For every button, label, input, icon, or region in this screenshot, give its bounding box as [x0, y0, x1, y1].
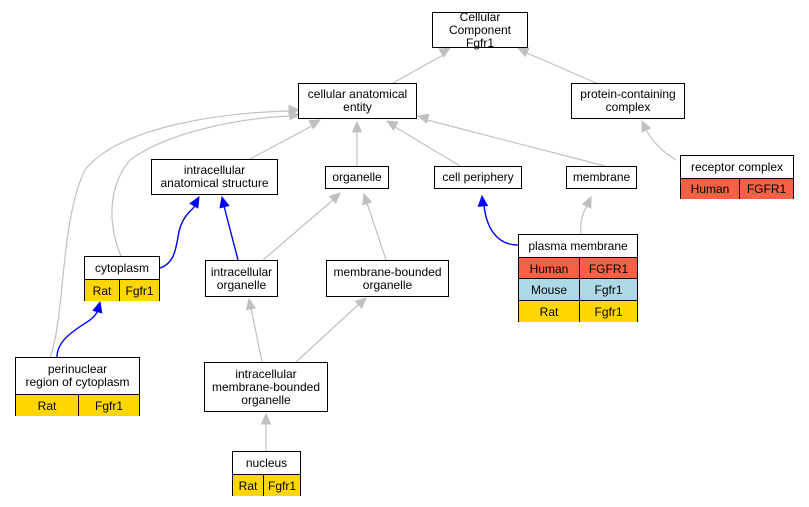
- node-label: cytoplasm: [94, 260, 150, 275]
- gene-cell: FGFR1: [739, 179, 793, 199]
- arrowhead-is-a: [328, 192, 341, 204]
- arrowhead-is-a: [288, 104, 301, 116]
- edge-plasma-membrane-to-cell-periphery: [483, 204, 519, 246]
- edge-membrane-to-cellular-anatomical-entity: [426, 119, 606, 167]
- node-label: Cellular Component Fgfr1: [448, 9, 512, 50]
- gene-cell: Fgfr1: [579, 301, 637, 322]
- edge-cell-periphery-to-cellular-anatomical-entity: [394, 126, 461, 167]
- node-label: membrane: [572, 170, 631, 184]
- annotation-row: Human FGFR1: [519, 257, 637, 279]
- node-label: organelle: [332, 170, 382, 184]
- arrowhead-is-a: [354, 297, 367, 309]
- node-organelle[interactable]: organelle: [325, 166, 389, 189]
- node-cellular-anatomical-entity[interactable]: cellular anatomical entity: [298, 83, 417, 119]
- edge-perinuclear-region-to-cellular-anatomical-entity: [49, 110, 291, 358]
- arrowhead-is-a: [351, 120, 363, 133]
- edge-plasma-membrane-to-membrane: [580, 205, 588, 235]
- species-cell: Rat: [16, 395, 78, 416]
- edge-receptor-complex-to-protein-containing-complex: [645, 129, 677, 161]
- node-label: receptor complex: [690, 159, 784, 174]
- arrowhead-part-of: [189, 195, 200, 209]
- node-intracellular-anatomical-structure[interactable]: intracellular anatomical structure: [151, 159, 278, 195]
- edge-membrane-bounded-organelle-to-organelle: [366, 202, 387, 261]
- node-intracellular-membrane-bounded-organelle[interactable]: intracellular membrane-bounded organelle: [204, 362, 328, 412]
- edge-intracellular-anatomical-structure-to-cellular-anatomical-entity: [249, 125, 313, 160]
- node-label: cell periphery: [442, 170, 514, 184]
- node-label: nucleus: [245, 455, 288, 470]
- edge-cellular-anatomical-entity-to-cellular-component: [392, 54, 444, 84]
- node-protein-containing-complex[interactable]: protein-containing complex: [571, 83, 685, 119]
- species-cell: Rat: [233, 475, 263, 496]
- node-cell-periphery[interactable]: cell periphery: [434, 166, 522, 189]
- edge-intracellular-membrane-bounded-organelle-to-membrane-bounded-organelle: [295, 304, 359, 363]
- arrowhead-is-a: [245, 297, 257, 311]
- arrowhead-is-a: [308, 119, 322, 130]
- arrowhead-is-a: [260, 412, 272, 425]
- gene-cell: Fgfr1: [119, 280, 159, 301]
- arrowhead-part-of: [477, 194, 489, 207]
- edge-cytoplasm-to-intracellular-anatomical-structure: [159, 204, 197, 269]
- arrowhead-is-a: [385, 120, 399, 131]
- species-cell: Mouse: [519, 279, 579, 300]
- node-cytoplasm[interactable]: cytoplasm Rat Fgfr1: [84, 256, 160, 301]
- arrowhead-is-a: [581, 195, 592, 209]
- node-label: membrane-bounded organelle: [333, 264, 442, 292]
- node-membrane[interactable]: membrane: [566, 166, 637, 189]
- node-plasma-membrane[interactable]: plasma membrane Human FGFR1 Mouse Fgfr1 …: [518, 234, 638, 322]
- arrowhead-is-a: [516, 47, 530, 58]
- edge-perinuclear-region-to-cytoplasm: [56, 309, 99, 358]
- node-label: plasma membrane: [528, 238, 628, 253]
- annotation-row: Mouse Fgfr1: [519, 278, 637, 300]
- arrowhead-is-a: [416, 113, 430, 124]
- edge-intracellular-membrane-bounded-organelle-to-intracellular-organelle: [250, 307, 263, 363]
- node-perinuclear-region-of-cytoplasm[interactable]: perinuclear region of cytoplasm Rat Fgfr…: [15, 357, 140, 416]
- arrowhead-part-of: [219, 195, 230, 209]
- edge-protein-containing-complex-to-cellular-component: [526, 52, 597, 84]
- annotation-row: Rat Fgfr1: [233, 474, 300, 496]
- node-cellular-component[interactable]: Cellular Component Fgfr1: [432, 9, 528, 50]
- arrowhead-is-a: [641, 119, 652, 133]
- node-label: protein-containing complex: [580, 87, 676, 114]
- arrowhead-is-a: [362, 192, 373, 206]
- arrowhead-part-of: [92, 300, 103, 314]
- annotation-row: Rat Fgfr1: [16, 394, 139, 416]
- node-label: intracellular membrane-bounded organelle: [211, 366, 321, 407]
- edge-intracellular-organelle-to-organelle: [262, 199, 334, 261]
- gene-cell: Fgfr1: [579, 279, 637, 300]
- species-cell: Rat: [85, 280, 119, 301]
- annotation-row: Rat Fgfr1: [85, 279, 159, 301]
- species-cell: Human: [519, 258, 579, 279]
- node-intracellular-organelle[interactable]: intracellular organelle: [205, 260, 278, 297]
- edge-intracellular-organelle-to-intracellular-anatomical-structure: [223, 205, 239, 261]
- annotation-row: Rat Fgfr1: [519, 300, 637, 322]
- node-label: cellular anatomical entity: [307, 87, 408, 114]
- annotation-row: Human FGFR1: [681, 178, 793, 199]
- node-label: intracellular anatomical structure: [160, 163, 269, 190]
- node-nucleus[interactable]: nucleus Rat Fgfr1: [232, 451, 301, 496]
- gene-cell: Fgfr1: [78, 395, 139, 416]
- edge-cytoplasm-to-cellular-anatomical-entity: [111, 115, 292, 257]
- arrowhead-is-a: [438, 47, 452, 58]
- node-membrane-bounded-organelle[interactable]: membrane-bounded organelle: [326, 260, 449, 297]
- node-label: perinuclear region of cytoplasm: [25, 362, 130, 389]
- species-cell: Human: [681, 179, 739, 199]
- gene-cell: Fgfr1: [263, 475, 300, 496]
- node-receptor-complex[interactable]: receptor complex Human FGFR1: [680, 155, 794, 199]
- species-cell: Rat: [519, 301, 579, 322]
- node-label: intracellular organelle: [210, 264, 273, 292]
- gene-cell: FGFR1: [579, 258, 637, 279]
